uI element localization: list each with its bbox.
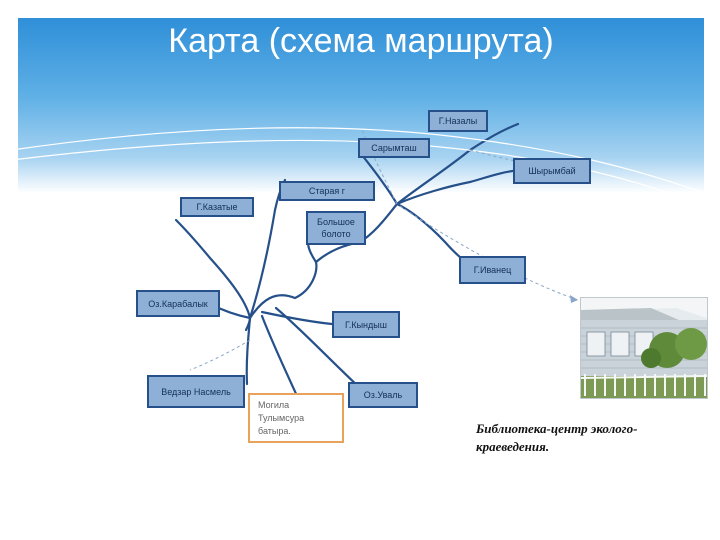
route-line [395, 122, 520, 206]
node-shyryban: Шырымбай [513, 158, 591, 184]
route-line [248, 260, 318, 320]
node-g-ivanets: Г.Иванец [459, 256, 526, 284]
route-line [274, 306, 362, 390]
node-g-kyndysh: Г.Кындыш [332, 311, 400, 338]
mogila-line: Тулымсура [258, 413, 305, 423]
caption-line: краеведения. [476, 439, 550, 454]
road-line [399, 205, 579, 301]
node-bolshoe-boloto: Большое болото [306, 211, 366, 245]
mogila-line: батыра. [258, 426, 291, 436]
route-line [245, 316, 252, 386]
road-line [11, 127, 711, 196]
caption-line: Библиотека-центр эколого- [476, 421, 638, 436]
node-sarymmash: Сарымташ [358, 138, 430, 158]
route-line [395, 202, 468, 264]
mogila-line: Могила [258, 400, 290, 410]
node-g-nazalu: Г.Назалы [428, 110, 488, 132]
library-building-photo [580, 297, 708, 399]
arrow-icon [570, 295, 578, 303]
page-title: Карта (схема маршрута) [168, 22, 554, 60]
route-line [260, 314, 300, 400]
node-oz-uval: Оз.Уваль [348, 382, 418, 408]
route-line [360, 153, 399, 206]
photo-caption: Библиотека-центр эколого- краеведения. [476, 420, 716, 456]
node-mogila: Могила Тулымсура батыра. [248, 393, 344, 443]
node-staryi: Старая г [279, 181, 375, 201]
road-line [189, 339, 251, 371]
node-oz-karabalyk: Оз.Карабалык [136, 290, 220, 317]
route-line [174, 218, 252, 320]
route-line [260, 310, 334, 326]
node-g-kazatie: Г.Казатые [180, 197, 254, 217]
node-vedzar-nasmel: Ведзар Насмель [147, 375, 245, 408]
route-line [395, 168, 522, 206]
